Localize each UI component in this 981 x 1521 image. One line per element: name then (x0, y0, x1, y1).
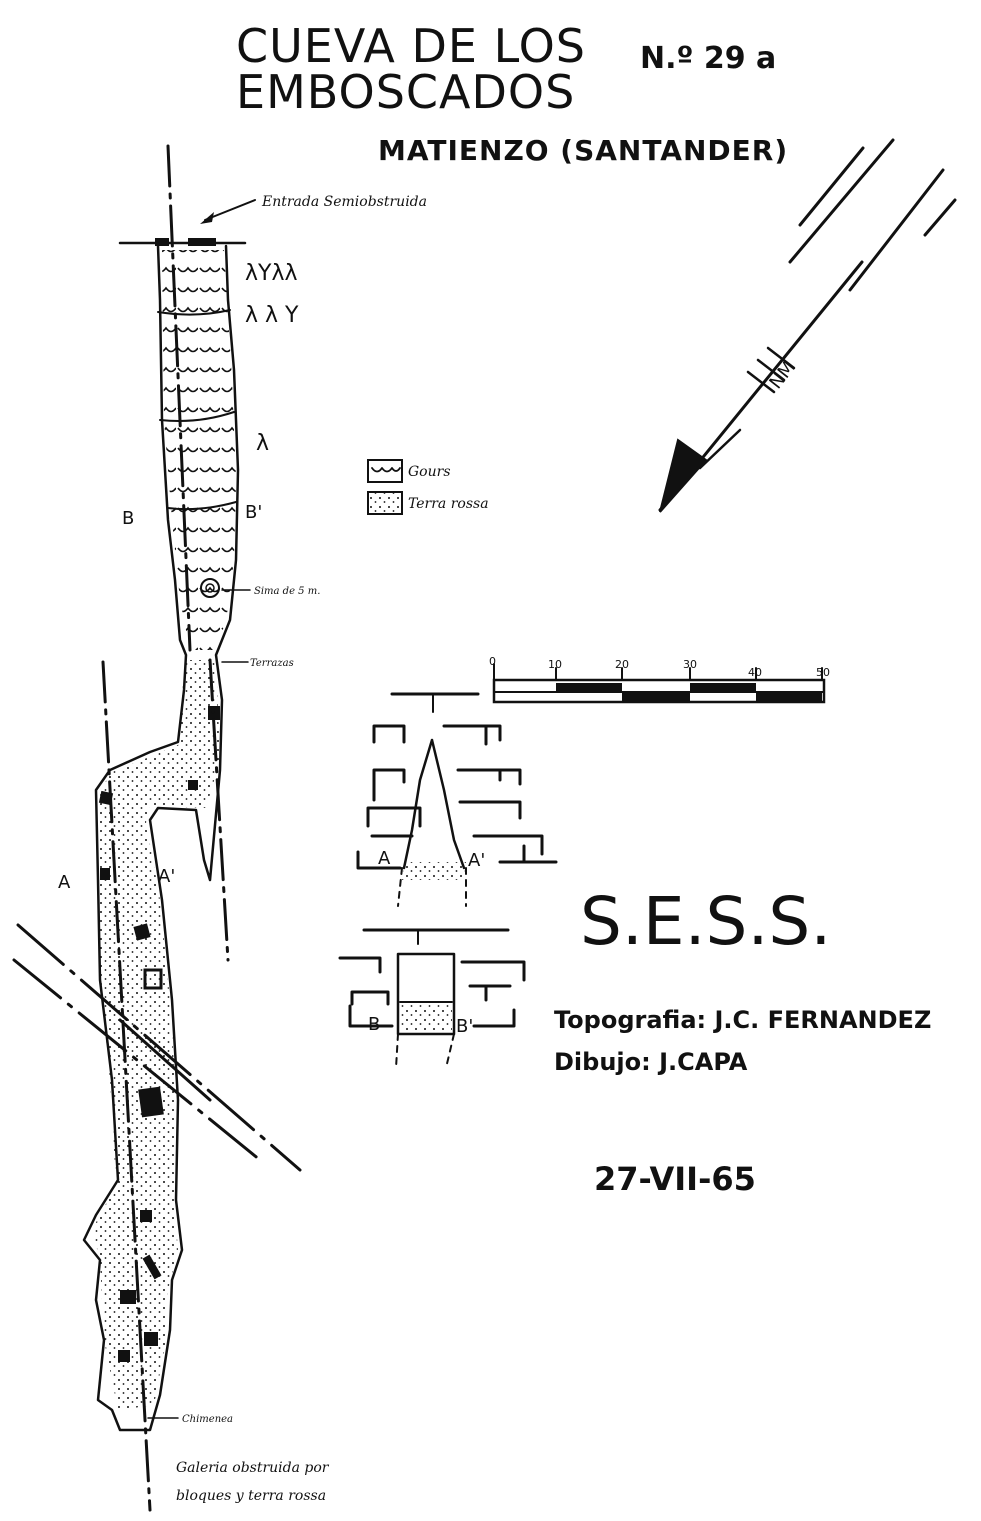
scale-tick-50: 50 (816, 666, 830, 679)
terraces-label: Terrazas (250, 658, 294, 669)
plan-section-a-prime: A' (158, 866, 175, 887)
title-line-2: EMBOSCADOS (236, 65, 575, 119)
scale-tick-40: 40 (748, 666, 762, 679)
cave-plan: λYλλ λ λ Y λ (12, 144, 302, 1512)
location-subtitle: MATIENZO (SANTANDER) (378, 134, 788, 167)
cross-section-a: A A' (356, 692, 558, 907)
scale-bar: 0 10 20 30 40 50 (489, 655, 830, 704)
legend-gours-label: Gours (408, 464, 451, 480)
title-line-1: CUEVA DE LOS (236, 19, 586, 73)
scale-tick-30: 30 (683, 658, 697, 671)
blocked-gallery-line-1: Galeria obstruida por (176, 1460, 330, 1476)
entrance-label: Entrada Semiobstruida (261, 194, 427, 210)
scale-tick-20: 20 (615, 658, 629, 671)
survey-credit: Topografia: J.C. FERNANDEZ (554, 1006, 931, 1034)
legend-terra-rossa-label: Terra rossa (408, 496, 489, 512)
cross-section-b: B B' (338, 928, 526, 1069)
stalagmite-symbol-3: λ (256, 431, 269, 456)
club-name: S.E.S.S. (580, 883, 831, 960)
north-label: NM (765, 357, 799, 393)
section-a-label: A (378, 848, 391, 869)
shaft-label: Sima de 5 m. (254, 586, 320, 597)
section-b-prime-label: B' (456, 1016, 473, 1037)
drawing-credit: Dibujo: J.CAPA (554, 1048, 748, 1076)
scale-tick-10: 10 (548, 658, 562, 671)
scale-tick-0: 0 (489, 655, 496, 668)
plan-annotations: Entrada Semiobstruida Sima de 5 m. Terra… (58, 194, 427, 1504)
survey-date: 27-VII-65 (594, 1160, 756, 1198)
section-b-label: B (368, 1014, 380, 1035)
stalagmite-symbols-2: λ λ Y (245, 303, 299, 328)
north-arrow: NM (658, 138, 957, 513)
legend: Gours Terra rossa (367, 459, 489, 515)
plan-section-b-prime: B' (245, 502, 262, 523)
stalagmite-symbols-1: λYλλ (245, 261, 298, 286)
cave-number: N.º 29 a (640, 41, 776, 76)
plan-section-b: B (122, 508, 134, 529)
chimney-label: Chimenea (182, 1414, 233, 1425)
plan-section-a: A (58, 872, 71, 893)
section-a-prime-label: A' (468, 850, 485, 871)
blocked-gallery-line-2: bloques y terra rossa (176, 1488, 326, 1504)
